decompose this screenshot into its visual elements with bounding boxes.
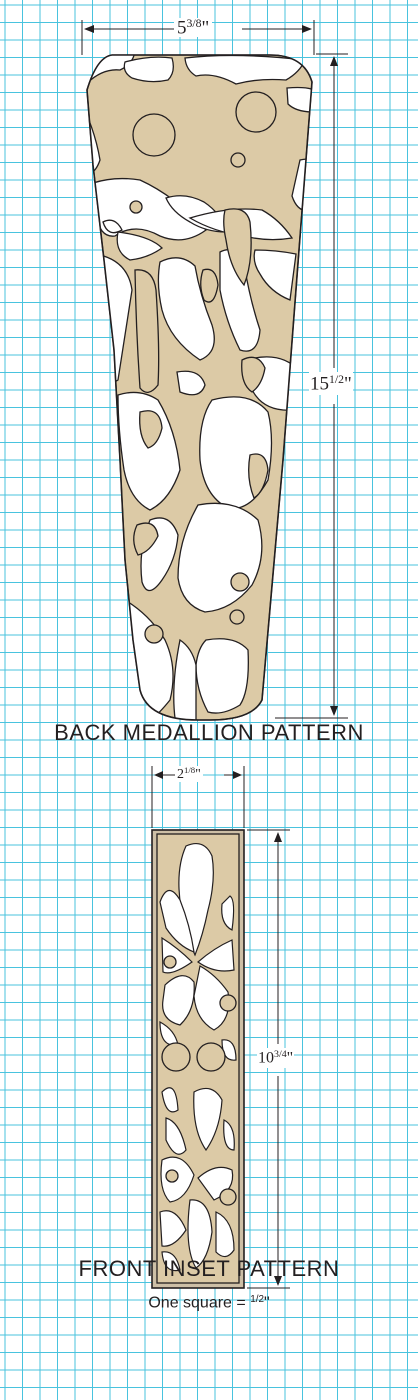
front-width-dimension <box>151 766 245 828</box>
front-inset-islands <box>161 955 237 1206</box>
back-width-label: 53/8" <box>174 18 213 38</box>
back-medallion-islands <box>129 91 277 644</box>
back-medallion-title: BACK MEDALLION PATTERN <box>54 720 364 745</box>
back-height-dimension <box>275 53 348 719</box>
back-medallion-outline <box>86 54 313 721</box>
front-height-label: 103/4" <box>257 1048 295 1069</box>
front-width-label: 21/8" <box>175 765 203 782</box>
front-height-dimension <box>247 829 290 1289</box>
front-inset-title: FRONT INSET PATTERN <box>78 1256 340 1281</box>
back-medallion <box>86 54 313 721</box>
back-width-dimension <box>81 20 315 55</box>
scale-note: One square = 1/2" <box>148 1294 270 1312</box>
front-inset <box>151 829 245 1289</box>
back-height-label: 151/2" <box>309 372 353 396</box>
